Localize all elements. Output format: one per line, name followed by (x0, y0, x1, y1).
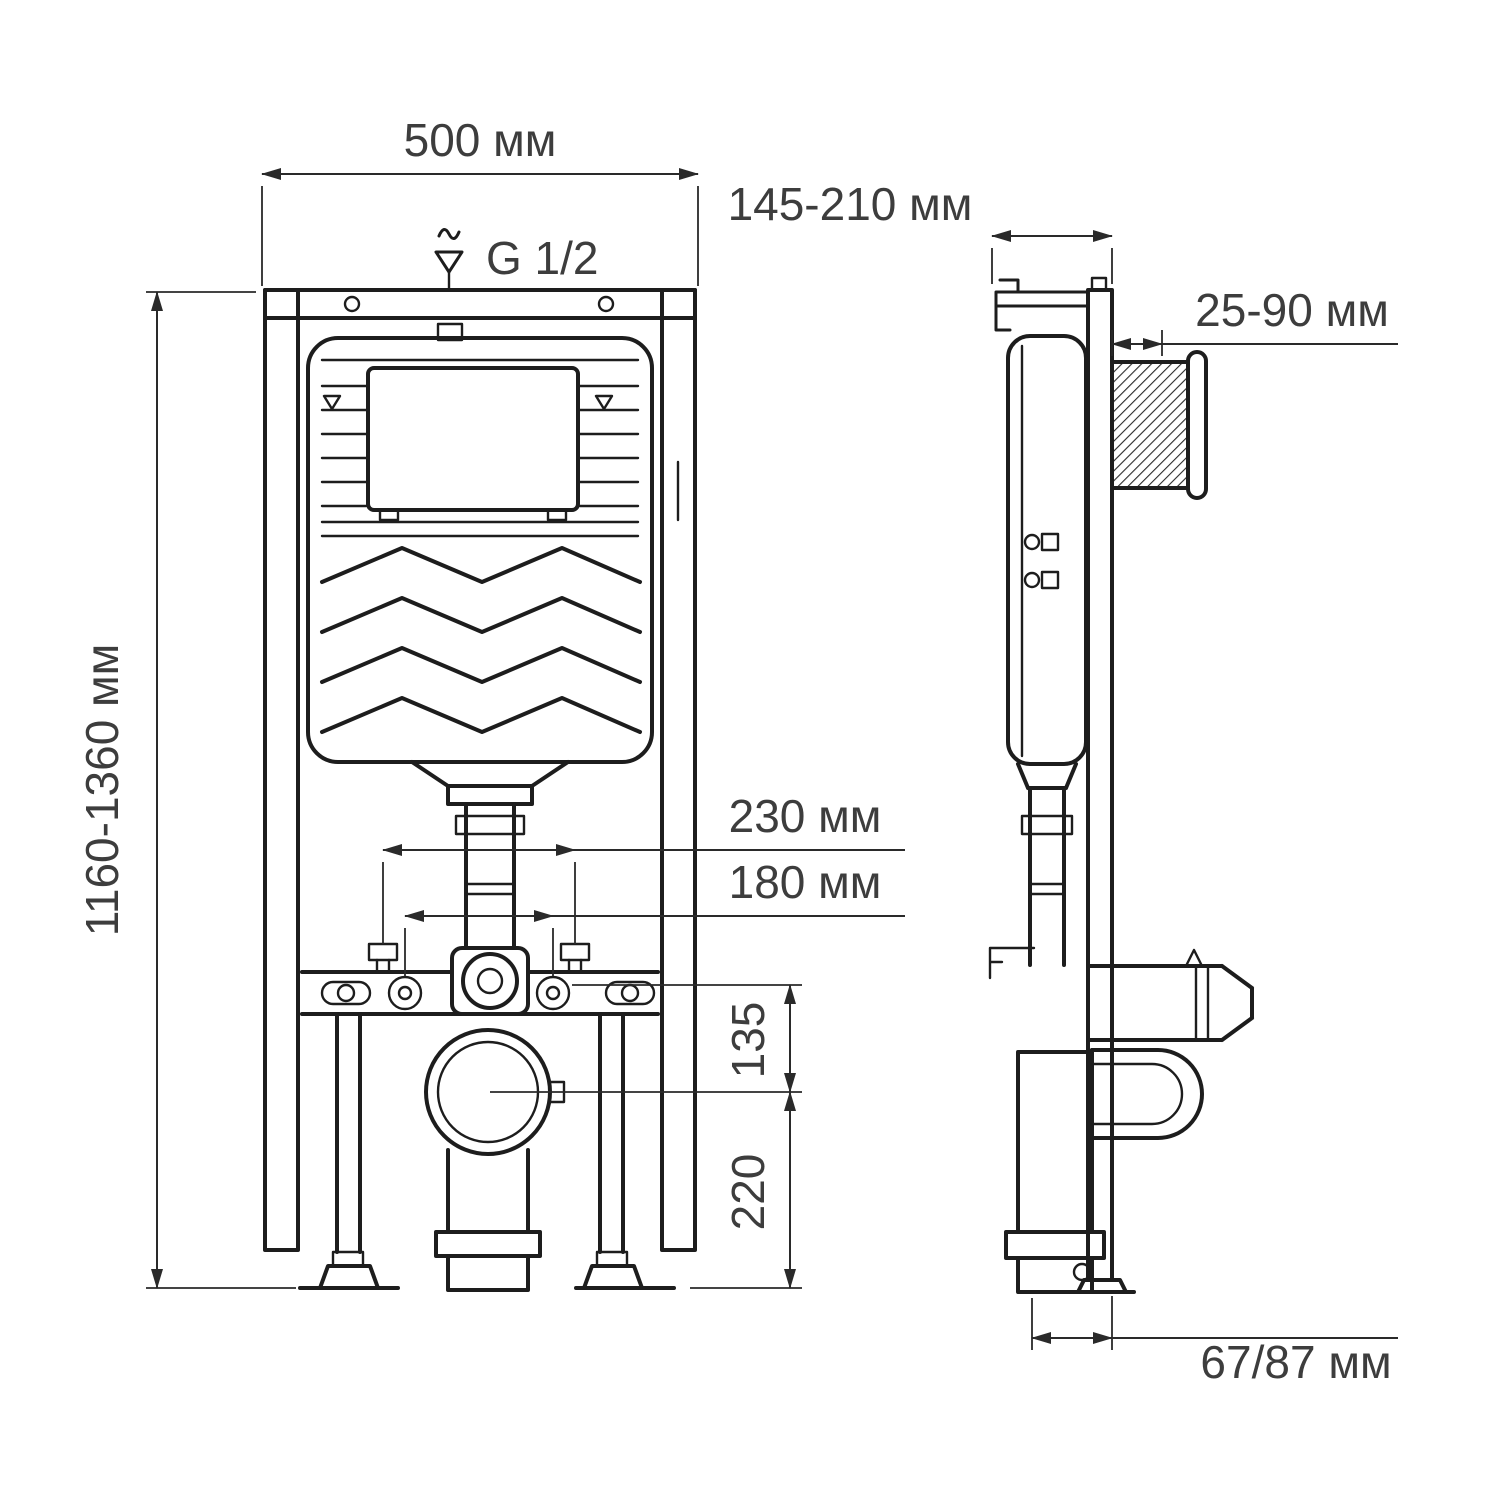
dim-spacing-inner: 180 мм (404, 856, 905, 976)
water-inlet-icon (434, 228, 464, 290)
flush-button-sleeve (1110, 360, 1190, 490)
dim-spacing-outer: 230 мм (382, 790, 905, 944)
dim-front-width: 500 мм (261, 114, 699, 286)
side-view (988, 276, 1254, 1294)
dim-outlet-rise-label: 135 (722, 1002, 774, 1079)
dim-mounting-depth-label: 145-210 мм (728, 178, 973, 230)
dim-outlet-depth: 67/87 мм (1031, 1296, 1398, 1388)
dim-height: 1160-1360 мм (76, 291, 296, 1289)
dim-outlet-height-label: 220 (722, 1154, 774, 1231)
water-waves (320, 546, 642, 734)
dim-button-range-label: 25-90 мм (1195, 284, 1389, 336)
front-view (263, 228, 697, 1292)
dim-outlet-rise: 135 (490, 984, 802, 1093)
access-panel (366, 366, 580, 512)
dim-button-range: 25-90 мм (1111, 284, 1398, 356)
dim-outlet-height: 220 (690, 1091, 802, 1289)
dim-spacing-inner-label: 180 мм (729, 856, 882, 908)
dim-spacing-outer-label: 230 мм (729, 790, 882, 842)
dim-mounting-depth: 145-210 мм (728, 178, 1113, 284)
dim-front-width-label: 500 мм (404, 114, 557, 166)
dim-height-label: 1160-1360 мм (76, 644, 128, 937)
dim-outlet-depth-label: 67/87 мм (1200, 1336, 1391, 1388)
water-inlet-label: G 1/2 (486, 232, 599, 284)
